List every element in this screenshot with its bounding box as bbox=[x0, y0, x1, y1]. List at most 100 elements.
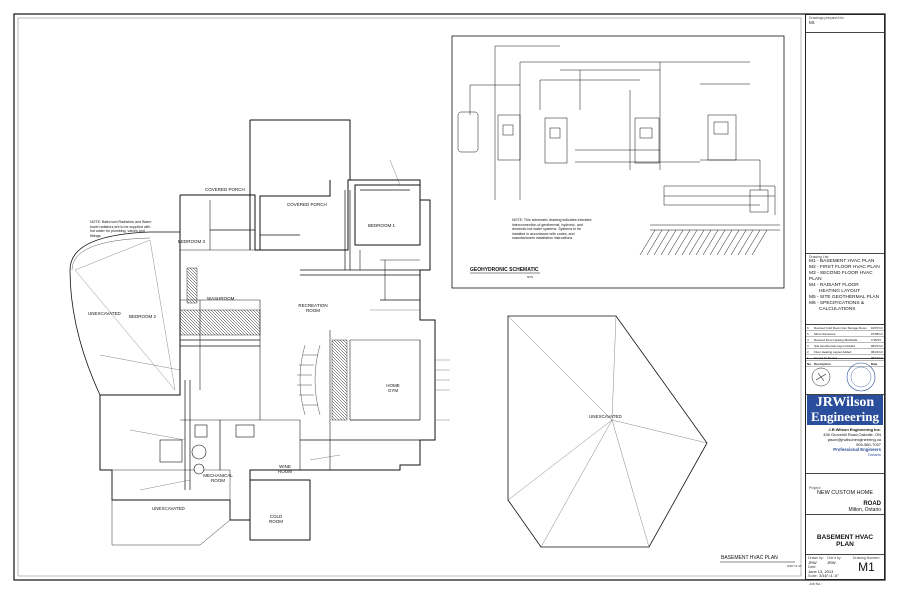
hatch-area-washroom bbox=[179, 309, 261, 336]
logo-line2: Engineering bbox=[811, 409, 879, 424]
schematic-frame bbox=[451, 35, 785, 289]
room-label-mechanical: MECHANICAL ROOM bbox=[203, 473, 233, 483]
company-logo: JRWilson Engineering bbox=[807, 395, 883, 425]
address-road: ROAD bbox=[863, 501, 881, 507]
drawing-list-item: M1 - BASEMENT HVAC PLAN bbox=[809, 259, 875, 264]
company-info: J.R.Wilson Engineering Inc. 436 Grovehil… bbox=[806, 426, 884, 474]
revision-no: 2 bbox=[806, 348, 814, 355]
drawn-by-label: Drawn by: bbox=[808, 556, 824, 560]
drawing-list-item: M3 - SECOND FLOOR HVAC PLAN bbox=[809, 271, 873, 282]
room-label-unexcavated-left: UNEXCAVATED bbox=[88, 311, 121, 316]
room-label-cold: COLD ROOM bbox=[269, 514, 283, 524]
checked-by-label: Chk'd by: bbox=[827, 556, 842, 560]
prepared-for-value: Mr. bbox=[809, 20, 816, 25]
schematic-sub: NTS bbox=[527, 275, 533, 279]
company-phone: 905-580-7037 bbox=[856, 442, 881, 447]
revision-date: 7/19/13 bbox=[869, 336, 884, 343]
revision-desc: Issued for Permit bbox=[813, 354, 870, 361]
room-label-bedroom-2: BEDROOM 2 bbox=[129, 314, 157, 319]
seal-area bbox=[806, 359, 884, 395]
room-label-unexcavated-right: UNEXCAVATED bbox=[589, 414, 622, 419]
checked-by: JRW bbox=[827, 560, 836, 565]
stair bbox=[297, 344, 321, 416]
title-block: Drawings prepared for: Mr. Drawing List:… bbox=[805, 14, 885, 580]
revision-header-date: Date bbox=[869, 360, 884, 367]
drawing-list-item: M5 - SITE GEOTHERMAL PLAN bbox=[809, 295, 880, 300]
pe-sub: Ontario bbox=[867, 452, 881, 457]
revision-date: 06/13/13 bbox=[869, 354, 884, 361]
project-name: NEW CUSTOM HOME bbox=[816, 490, 874, 496]
plan-scale: 3/16"=1'-0" bbox=[787, 564, 802, 568]
scale-label: Scale: bbox=[808, 574, 818, 578]
logo-line1: JRWilson bbox=[815, 395, 875, 410]
prepared-for-label: Drawings prepared for: bbox=[809, 16, 845, 20]
room-label-bedroom-3: BEDROOM 3 bbox=[178, 239, 206, 244]
unexcavated-right-outline bbox=[507, 315, 708, 548]
date-cell: Date: June 13, 2013 bbox=[808, 565, 848, 574]
house-walls bbox=[99, 119, 436, 541]
drawn-by: JRW bbox=[808, 560, 817, 565]
drawing-list-label: Drawing List: bbox=[809, 255, 830, 259]
revision-date: 07/08/13 bbox=[869, 330, 884, 337]
company-email: jason@jrwilsonengineering.ca bbox=[827, 437, 881, 442]
sheet-title-line1: BASEMENT HVAC bbox=[816, 534, 874, 541]
note-left: NOTE: Bathroom Radiators and Warm towel … bbox=[90, 220, 152, 238]
seal-graphics bbox=[811, 362, 876, 392]
address-city: Milton, Ontario bbox=[848, 507, 881, 513]
prepared-for: Drawings prepared for: Mr. bbox=[806, 15, 884, 33]
drawing-no-label: Drawing Number: bbox=[852, 556, 881, 560]
sheet-title-line2: PLAN bbox=[836, 541, 854, 548]
drawing-list-item: CALCULATIONS bbox=[819, 307, 856, 312]
unexcavated-left-outline bbox=[69, 231, 181, 396]
revision-header-desc: Description bbox=[813, 360, 870, 367]
checked-by-cell: Chk'd by: JRW bbox=[827, 556, 847, 565]
schematic-title: GEOHYDRONIC SCHEMATIC bbox=[470, 267, 539, 273]
revision-no: 5 bbox=[806, 330, 814, 337]
date-label: Date: bbox=[808, 565, 817, 569]
sheet-title: BASEMENT HVAC PLAN bbox=[806, 533, 884, 555]
sheet-date: June 13, 2013 bbox=[808, 569, 834, 574]
plan-title: BASEMENT HVAC PLAN bbox=[721, 555, 778, 561]
project-info: Project: NEW CUSTOM HOME ROAD Milton, On… bbox=[806, 485, 884, 515]
room-label-covered-porch-1: COVERED PORCH bbox=[205, 187, 245, 192]
room-label-unexcavated-bottom: UNEXCAVATED bbox=[152, 506, 185, 511]
revision-date: 10/07/13 bbox=[869, 325, 884, 331]
revision-desc: Floor Heating Layout Added bbox=[813, 348, 870, 355]
room-label-covered-porch-2: COVERED PORCH bbox=[287, 202, 327, 207]
revision-desc: Revised Cold Room Fan Storage Room bbox=[813, 325, 870, 331]
revision-date: 06/27/13 bbox=[869, 342, 884, 349]
revision-desc: Site Geothermal Layout Added bbox=[813, 342, 870, 349]
ductwork bbox=[180, 189, 421, 490]
mechanical-equipment bbox=[159, 424, 255, 475]
drawn-by-cell: Drawn by: JRW bbox=[808, 556, 826, 565]
revision-no: 6 bbox=[806, 325, 814, 331]
revision-no: 1 bbox=[806, 354, 814, 361]
drawing-number: M1 bbox=[858, 560, 875, 574]
room-label-bedroom-1: BEDROOM 1 bbox=[368, 223, 396, 228]
project-label: Project: bbox=[809, 486, 821, 490]
room-label-home-gym: HOME GYM bbox=[386, 383, 400, 393]
schematic-piping bbox=[457, 45, 776, 215]
drawing-list-item: M6 - SPECIFICATIONS & bbox=[809, 301, 865, 306]
company-name: J.R.Wilson Engineering Inc. bbox=[828, 427, 881, 432]
revision-desc: Revised Floor Heating Manifolds bbox=[813, 336, 870, 343]
company-address: 436 Grovehill Road,Oakville, ON bbox=[823, 432, 881, 437]
drawing-list-item: M4 - RADIANT FLOOR bbox=[809, 283, 859, 288]
drawing-list-item: HEATING LAYOUT bbox=[819, 289, 861, 294]
sheet-meta: Drawn by: JRW Chk'd by: JRW Date: June 1… bbox=[806, 555, 884, 581]
job-label: Job No.: bbox=[809, 582, 823, 586]
sheet-scale: 3/16"=1'-0" bbox=[819, 573, 839, 578]
drawing-number-cell: Drawing Number: M1 bbox=[850, 556, 883, 574]
revision-no: 4 bbox=[806, 336, 814, 343]
